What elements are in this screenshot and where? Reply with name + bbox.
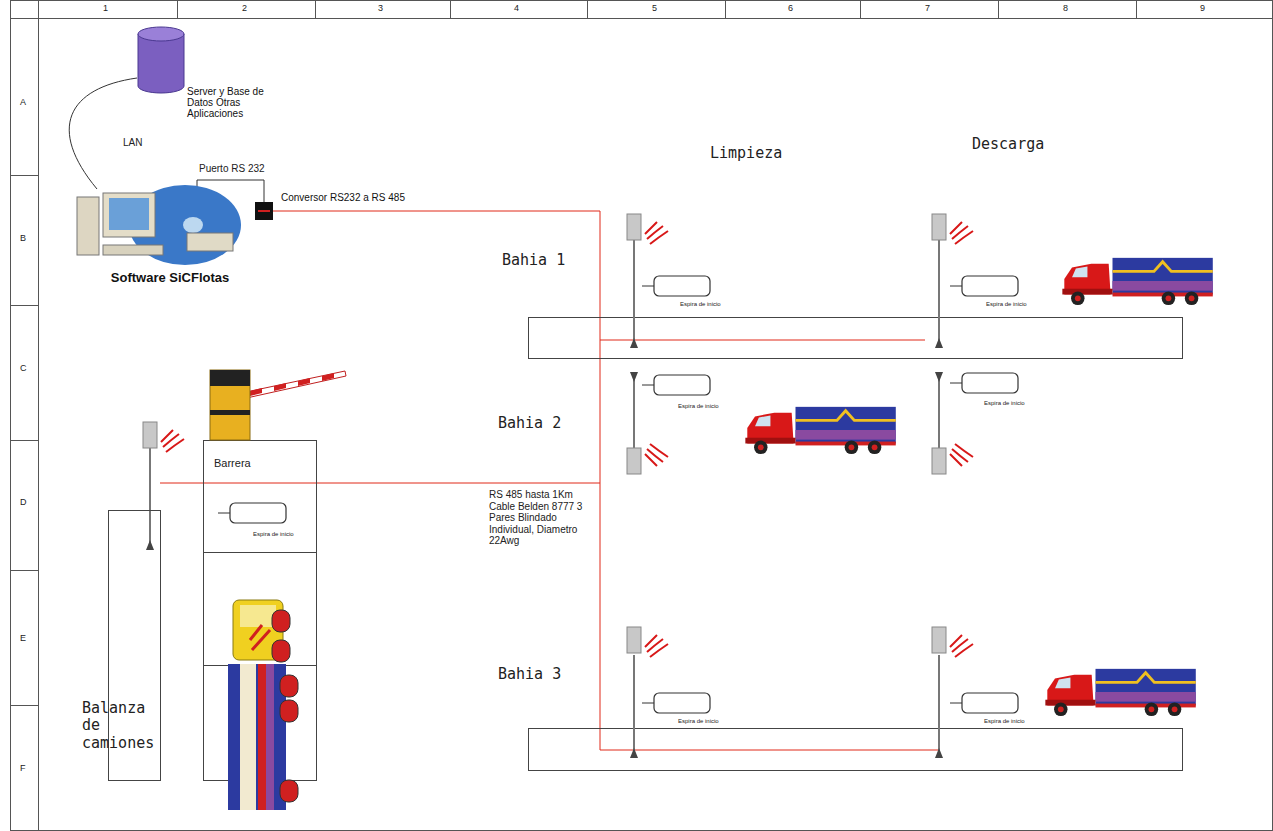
- annotation: Bahia 3: [498, 666, 561, 683]
- induction-loop: [950, 276, 1018, 296]
- loop-label: Espira de inicio: [680, 301, 721, 308]
- cylinder-top: [138, 27, 184, 41]
- grid-ref: B: [20, 234, 26, 244]
- rfid-reader: [932, 214, 973, 244]
- grid-ref: A: [20, 98, 26, 108]
- loop-label: Espira de inicio: [986, 301, 1027, 308]
- annotation: Descarga: [972, 136, 1044, 153]
- annotation: Balanza de camiones: [82, 700, 172, 752]
- pc-tower: [77, 197, 99, 255]
- barrier-gate: [210, 370, 346, 440]
- truck: [745, 407, 895, 454]
- loop-label: Espira de inicio: [984, 400, 1025, 407]
- connector: [69, 78, 137, 189]
- cd-hole: [183, 217, 203, 233]
- loop-label: Espira de inicio: [678, 718, 719, 725]
- grid-ref: D: [20, 498, 27, 508]
- induction-loop: [218, 503, 286, 523]
- converter-led: [258, 210, 270, 212]
- annotation: RS 485 hasta 1Km Cable Belden 8777 3 Par…: [489, 489, 595, 547]
- rfid-reader: [627, 627, 668, 657]
- converter-box-shape: [255, 202, 273, 220]
- truck: [1045, 669, 1195, 716]
- rfid-reader: [143, 422, 184, 452]
- connector-label: LAN: [122, 137, 143, 148]
- monitor: [103, 193, 155, 237]
- rfid-reader: [627, 444, 668, 474]
- annotation: Limpieza: [710, 145, 782, 162]
- annotation: Bahia 2: [498, 415, 561, 432]
- grid-ref: C: [20, 364, 27, 374]
- grid-ref: 7: [925, 4, 930, 14]
- grid-ref: 6: [788, 4, 793, 14]
- bay-platform: [529, 318, 1183, 359]
- rfid-reader: [627, 214, 668, 244]
- monitor-screen: [109, 198, 149, 230]
- grid-frame: [10, 0, 1273, 831]
- rfid-reader: [932, 627, 973, 657]
- connector-label: Puerto RS 232: [198, 163, 266, 174]
- loop-label: Espira de inicio: [678, 403, 719, 410]
- grid-ref: 3: [378, 4, 383, 14]
- rfid-reader: [932, 444, 973, 474]
- induction-loop: [642, 375, 710, 395]
- grid-ref: 4: [514, 4, 519, 14]
- annotation: Barrera: [214, 457, 251, 469]
- node-text: Software SiCFlotas: [90, 271, 250, 285]
- software-workstation-shape: [75, 183, 243, 267]
- induction-loop: [950, 373, 1018, 393]
- induction-loop: [642, 276, 710, 296]
- node-text: Conversor RS232 a RS 485: [281, 192, 451, 203]
- bay-platform: [529, 729, 1183, 771]
- database-server-shape: [137, 26, 185, 94]
- software-workstation: Software SiCFlotas: [75, 183, 243, 267]
- loop-label: Espira de inicio: [253, 531, 294, 538]
- induction-loop: [642, 693, 710, 713]
- converter-body: [255, 202, 273, 220]
- truck-top-view: [228, 600, 298, 810]
- grid-ref: 1: [103, 4, 108, 14]
- cylinder-body: [138, 34, 184, 93]
- printer: [187, 233, 233, 251]
- keyboard: [103, 245, 163, 255]
- converter-box: Conversor RS232 a RS 485: [255, 202, 273, 220]
- node-text: Server y Base de Datos Otras Aplicacione…: [187, 86, 282, 119]
- grid-ref: E: [20, 634, 26, 644]
- grid-ref: 5: [652, 4, 657, 14]
- induction-loop: [950, 693, 1018, 713]
- annotation: Bahia 1: [502, 252, 565, 269]
- grid-ref: 9: [1200, 4, 1205, 14]
- grid-ref: F: [20, 764, 26, 774]
- database-server: Server y Base de Datos Otras Aplicacione…: [137, 26, 185, 94]
- truck: [1062, 258, 1212, 305]
- loop-label: Espira de inicio: [984, 718, 1025, 725]
- grid-ref: 2: [242, 4, 247, 14]
- grid-ref: 8: [1063, 4, 1068, 14]
